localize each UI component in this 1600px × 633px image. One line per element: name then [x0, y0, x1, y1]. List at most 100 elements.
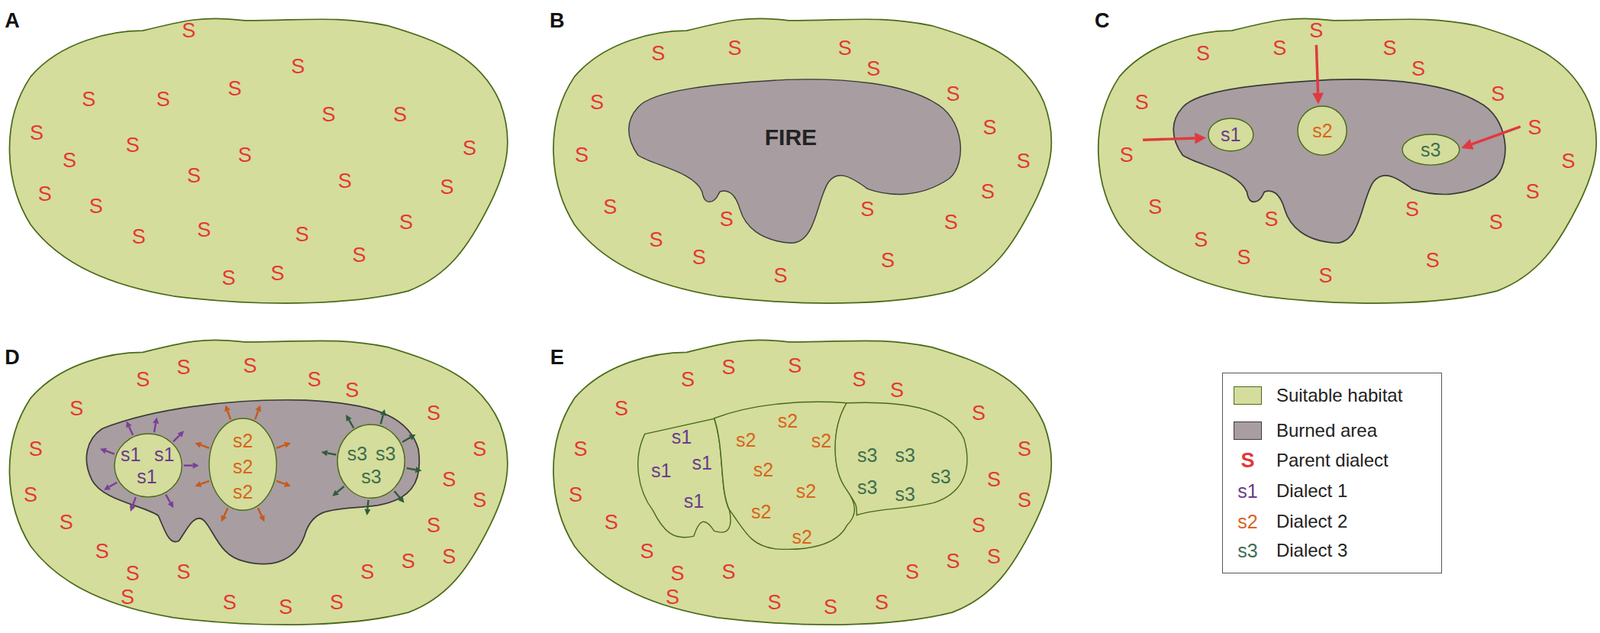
parent-dialect: S	[874, 591, 889, 613]
parent-dialect: S	[1383, 37, 1397, 59]
dialect-label: s3	[894, 483, 915, 504]
parent-dialect: S	[1193, 229, 1208, 251]
dialect-label: s1	[651, 461, 671, 481]
parent-dialect: S	[670, 563, 685, 584]
parent-dialect: S	[680, 369, 695, 391]
parent-dialect: S	[767, 591, 782, 613]
parent-dialect: S	[69, 397, 84, 419]
spread-arrow	[106, 450, 115, 454]
legend-swatch	[1233, 386, 1262, 405]
arrow-head	[254, 404, 262, 412]
parent-dialect: S	[81, 88, 96, 110]
arrow-head	[1461, 138, 1474, 150]
parent-dialect: S	[132, 226, 146, 248]
parent-dialect: S	[983, 117, 997, 139]
panel-letter: A	[4, 9, 20, 31]
parent-dialect: S	[721, 357, 736, 378]
parent-dialect: S	[125, 134, 140, 155]
dialect-label: s2	[753, 459, 774, 479]
dialect-label: s3	[930, 467, 951, 487]
parent-dialect: S	[227, 78, 242, 100]
parent-dialect: S	[603, 196, 617, 218]
parent-dialect: S	[971, 515, 986, 536]
parent-dialect: S	[905, 561, 920, 582]
arrow-head	[397, 496, 404, 504]
arrow-head	[125, 421, 132, 429]
parent-dialect: S	[880, 249, 895, 271]
dialect-label: s1	[671, 427, 692, 447]
parent-dialect: S	[222, 591, 237, 613]
parent-dialect: S	[1490, 83, 1505, 104]
parent-dialect: S	[125, 563, 140, 584]
spread-arrow	[406, 467, 417, 470]
parent-dialect: S	[774, 264, 788, 286]
parent-dialect: S	[1489, 212, 1504, 233]
spread-arrow	[394, 490, 401, 498]
parent-dialect: S	[890, 379, 904, 400]
parent-dialect: S	[181, 20, 196, 42]
parent-dialect: S	[290, 55, 305, 77]
parent-dialect: S	[135, 369, 150, 391]
spread-arrow	[254, 410, 259, 420]
legend-sample: s3	[1237, 541, 1258, 561]
parent-dialect: S	[393, 103, 407, 125]
dialect-label: s1	[691, 452, 712, 472]
parent-dialect: S	[649, 229, 664, 251]
dialect-label: s2	[735, 430, 756, 450]
node-shape	[835, 402, 968, 516]
node-shape	[209, 418, 277, 510]
spread-arrow	[1316, 45, 1318, 94]
dialect-label: s3	[347, 443, 368, 463]
dialect-label: s1	[136, 467, 157, 487]
dialect-label: s1	[1220, 125, 1241, 145]
parent-dialect: S	[95, 540, 110, 562]
dialect-label: s2	[791, 527, 812, 547]
parent-dialect: S	[1561, 151, 1576, 172]
parent-dialect: S	[574, 145, 589, 166]
arrow-head	[193, 462, 200, 469]
habitat-area	[1098, 18, 1597, 304]
parent-dialect: S	[1017, 438, 1032, 460]
panel-letter: D	[4, 346, 20, 368]
dialect-label: s2	[232, 431, 253, 451]
arrow-head	[152, 416, 159, 424]
node-shape	[114, 433, 182, 497]
parent-dialect: S	[860, 199, 875, 220]
habitat-island: s1	[1208, 118, 1254, 152]
burned-area: FIRE	[623, 75, 971, 246]
parent-dialect: S	[270, 263, 285, 284]
node-shape	[714, 402, 855, 550]
parent-dialect: S	[439, 176, 454, 197]
legend-text: Dialect 3	[1276, 541, 1348, 560]
arrow-head	[103, 483, 111, 490]
arrow-head	[409, 434, 417, 440]
arrow-head	[177, 430, 185, 438]
spread-arrow	[380, 415, 384, 425]
parent-dialect: S	[472, 438, 487, 460]
legend-text: Suitable habitat	[1276, 386, 1403, 405]
spread-arrow	[1142, 138, 1195, 140]
parent-dialect: S	[1148, 196, 1162, 218]
parent-dialect: S	[639, 540, 654, 562]
legend-sample: S	[1240, 449, 1255, 471]
spread-arrow	[1471, 126, 1521, 145]
habitat-island: s1s1s1	[114, 433, 182, 497]
parent-dialect: S	[59, 512, 74, 533]
parent-dialect: S	[29, 122, 44, 143]
arrow-head	[194, 480, 202, 488]
parent-dialect: S	[987, 469, 1001, 491]
parent-dialect: S	[665, 586, 680, 607]
spread-arrow	[109, 482, 117, 488]
node-shape	[1297, 106, 1347, 155]
parent-dialect: S	[120, 586, 135, 607]
node-outline	[114, 433, 182, 497]
parent-dialect: S	[574, 438, 588, 460]
arrow-head	[1312, 93, 1324, 105]
arrow-head	[364, 509, 371, 516]
parent-dialect: S	[1135, 91, 1149, 113]
burned-area	[1173, 79, 1506, 243]
node-shape	[638, 418, 731, 537]
spread-arrow	[327, 452, 337, 455]
dialect-label: s3	[1420, 140, 1441, 160]
parent-dialect: S	[651, 42, 665, 64]
